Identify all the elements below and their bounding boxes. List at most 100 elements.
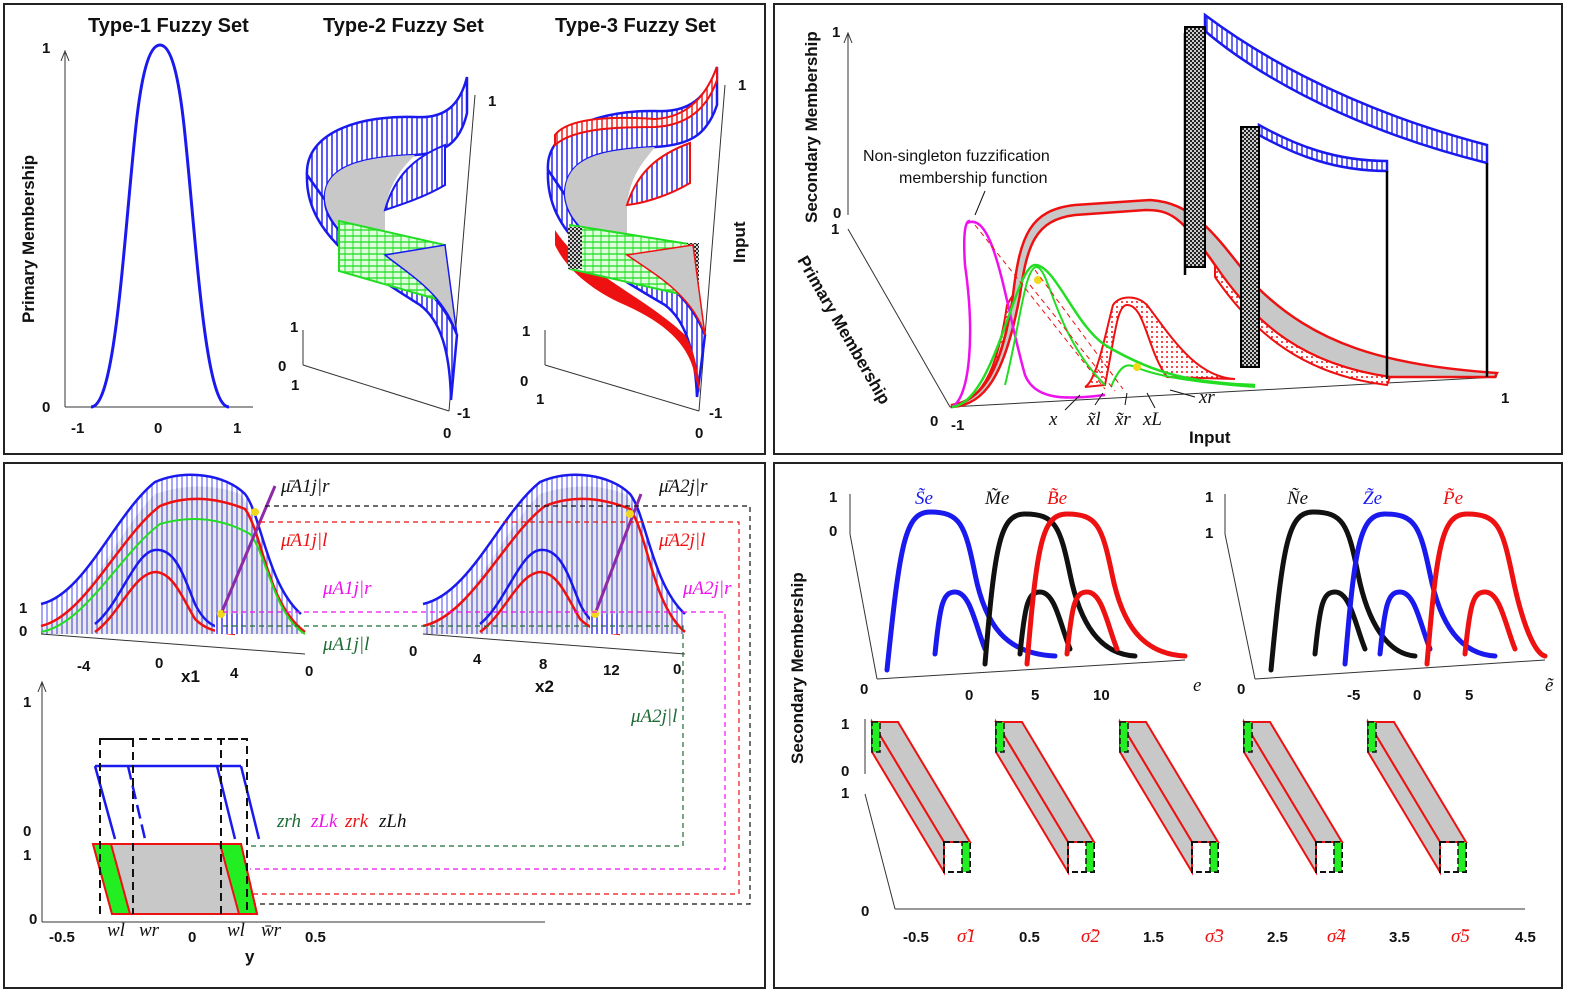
nonsingleton-secondary-axis-label: Secondary Membership [802, 31, 821, 223]
x1-tick-0b: 0 [305, 663, 313, 680]
point-label-xL: xL [1142, 409, 1162, 430]
mu-a1-upper-l: μ̄A1j|l [280, 530, 327, 551]
error-sets-figure: Secondary Membership 1 0 0 S̃e M̃e B̃e 0… [788, 488, 1554, 947]
type3-fuzzy-set [544, 66, 726, 412]
inference-figure: 1 0 -4 0 4 0 x1 0 4 8 12 0 x2 μ̄A1j|r μ̄… [19, 473, 751, 966]
title-type1: Type-1 Fuzzy Set [88, 15, 249, 37]
x2-tick-4: 4 [473, 651, 482, 668]
et-tick-0: 0 [1413, 687, 1421, 704]
w-label-r-lower: wr [139, 920, 160, 941]
y-left-tick-1: 1 [23, 694, 31, 711]
point-label-xl: x̃l [1086, 409, 1101, 430]
mu-a2-upper-r: μ̄A2j|r [658, 476, 708, 497]
sigma-label-1: σ̃1 [957, 926, 976, 947]
annotation-line2: membership function [899, 170, 1048, 187]
sigma-label-5: σ̃5 [1451, 926, 1470, 947]
set-label-S: S̃e [915, 488, 933, 509]
sigma-box-5 [1366, 718, 1468, 876]
type1-y-axis-label: Primary Membership [19, 155, 38, 323]
z-label-rh: zrh [276, 811, 301, 832]
x1-tick-neg4: -4 [77, 658, 91, 675]
point-label-xr-lower: xr [1198, 387, 1215, 408]
set-label-P: P̃e [1442, 488, 1463, 509]
y-tick-neg0.5: -0.5 [49, 929, 75, 946]
e-tick-5: 5 [1031, 687, 1039, 704]
annotation-pointer [974, 190, 986, 216]
x1-axis-label: x1 [181, 667, 200, 686]
x1-tick-4: 4 [230, 665, 239, 682]
set-label-N: Ñe [1286, 488, 1308, 509]
w-label-l-lower: wl [107, 920, 125, 941]
input-axis [949, 376, 1498, 408]
mu-labels: μ̄A1j|r μ̄A1j|l μA1j|r μA1j|l μ̄A2j|r μ̄… [280, 476, 732, 727]
sigma-axes [864, 719, 1525, 910]
point-label-xr: x̃r [1114, 409, 1131, 430]
mu-a1-upper-r: μ̄A1j|r [280, 476, 330, 497]
type-comparison-figure: Type-1 Fuzzy Set Type-2 Fuzzy Set Type-3… [19, 15, 749, 442]
x2-axis-label: x2 [535, 677, 554, 696]
set-label-B: B̃e [1047, 488, 1067, 509]
type3-bottom-tick-neg1: -1 [709, 405, 722, 422]
type3-bottom-tick-0: 0 [695, 425, 703, 442]
sigma-tick-3.5: 3.5 [1389, 929, 1410, 946]
x2-tick-0: 0 [409, 643, 417, 660]
type1-y-tick-0: 0 [42, 399, 50, 416]
type2-left-tick-0: 0 [278, 358, 286, 375]
sigma-tick-neg0.5: -0.5 [903, 929, 929, 946]
sigma-left-tick-1b: 1 [841, 785, 849, 802]
et-tick-5: 5 [1465, 687, 1473, 704]
nonsingleton-figure: Secondary Membership 1 0 1 Primary Membe… [794, 12, 1509, 447]
y-axis-label: y [245, 947, 255, 966]
et-sets-axes [1224, 494, 1546, 680]
y-tick-0: 0 [188, 929, 196, 946]
type2-bottom-tick-neg1: -1 [457, 405, 470, 422]
x2-tick-12: 12 [603, 662, 620, 679]
sigma-tick-4.5: 4.5 [1515, 929, 1536, 946]
type1-membership-curve [90, 43, 230, 409]
sigma-boxes [870, 718, 1468, 876]
e-tick-10: 10 [1093, 687, 1110, 704]
mu-a1-lower-r: μA1j|r [322, 578, 372, 599]
type3-left-tick-0: 0 [520, 373, 528, 390]
et-left-tick-1b: 1 [1205, 525, 1213, 542]
title-type2: Type-2 Fuzzy Set [323, 15, 484, 37]
type3-input-label: Input [730, 221, 749, 263]
y-left-tick-1b: 1 [23, 847, 31, 864]
type2-top-tick-1: 1 [488, 93, 496, 110]
nonsingleton-primary-axis-label: Primary Membership [794, 253, 895, 408]
input-tick-0: 0 [930, 413, 938, 430]
x2-membership [422, 473, 686, 655]
y-left-tick-0: 0 [23, 823, 31, 840]
type3-top-tick-1: 1 [738, 77, 746, 94]
type2-left-tick-1b: 1 [291, 377, 299, 394]
y-left-tick-0b: 0 [29, 911, 37, 928]
sigma-tick-2.5: 2.5 [1267, 929, 1288, 946]
error-sets-y-label: Secondary Membership [788, 572, 807, 764]
panel-type-comparison: Type-1 Fuzzy Set Type-2 Fuzzy Set Type-3… [3, 3, 766, 455]
x1-tick-0: 0 [155, 655, 163, 672]
sigma-label-2: σ̃2 [1081, 926, 1100, 947]
mu-a1-lower-l: μA1j|l [322, 634, 369, 655]
blue-secondary-slices [1183, 12, 1489, 379]
nonsingleton-input-label: Input [1189, 428, 1231, 447]
mu-a2-lower-l: μA2j|l [630, 706, 677, 727]
type3-left-tick-1: 1 [522, 323, 530, 340]
et-sets-curves [1268, 509, 1548, 673]
x1-membership [40, 473, 306, 655]
y-tick-0.5: 0.5 [305, 929, 326, 946]
sigma-box-1 [870, 718, 972, 876]
type2-bottom-tick-0: 0 [443, 425, 451, 442]
type1-x-tick-1: 1 [233, 420, 241, 437]
et-left-tick-0: 0 [1237, 681, 1245, 698]
e-sets-curves [884, 509, 1188, 673]
type1-x-tick-0: 0 [154, 420, 162, 437]
w-label-l-upper: wl [227, 920, 245, 941]
et-axis-label: ẽ [1545, 675, 1554, 696]
type1-y-arrow [60, 49, 70, 62]
z-label-Lh: zLh [378, 811, 406, 832]
mu-a2-lower-r: μA2j|r [682, 578, 732, 599]
sigma-box-3 [1118, 718, 1220, 876]
et-left-tick-1: 1 [1205, 489, 1213, 506]
input-point-labels: x x̃l x̃r xL xr [1048, 387, 1215, 430]
sigma-left-tick-0: 0 [841, 763, 849, 780]
